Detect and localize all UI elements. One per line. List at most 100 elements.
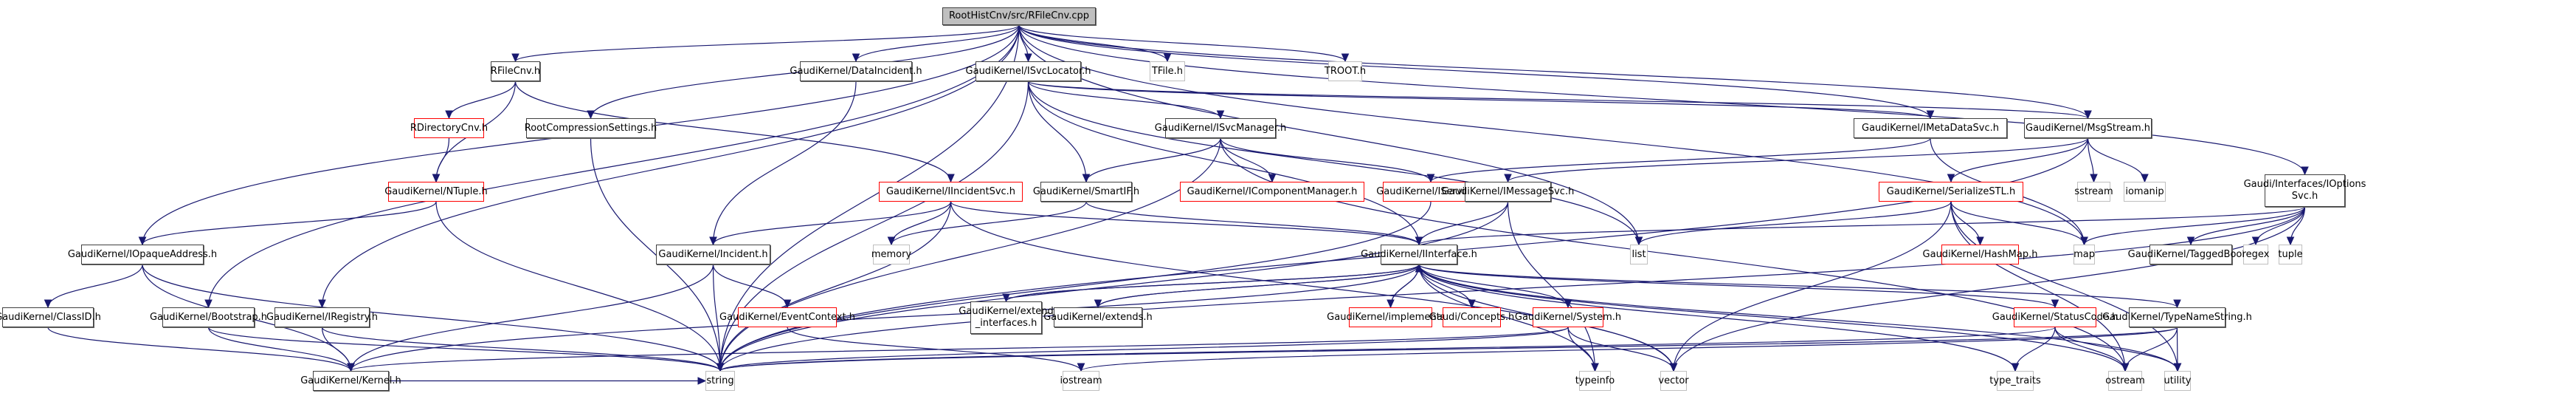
node-eventcontext-h[interactable]: GaudiKernel/EventContext.h <box>719 307 855 327</box>
edge-statuscode-to-type_traits <box>2014 327 2056 372</box>
arrowhead-msgstream <box>2084 110 2092 120</box>
node-label: GaudiKernel/ClassID.h <box>0 311 101 323</box>
node-iincidentsvc-h[interactable]: GaudiKernel/IIncidentSvc.h <box>879 182 1023 202</box>
edge-ntuple-to-iopaque <box>142 201 437 245</box>
arrowhead-tuple <box>2286 236 2295 246</box>
arrowhead-list <box>1634 236 1643 246</box>
edge-bootstrap-to-kernel <box>207 327 352 372</box>
edge-system-to-kernel <box>350 327 1569 372</box>
node-hashmap-h[interactable]: GaudiKernel/HashMap.h <box>1923 245 2037 264</box>
edge-ioptions-to-map <box>2083 206 2306 245</box>
node-typenamestring-h[interactable]: GaudiKernel/TypeNameString.h <box>2102 307 2252 327</box>
edge-iinterface-to-type_traits <box>1418 264 2016 372</box>
node-label: GaudiKernel/extend _interfaces.h <box>959 306 1054 329</box>
edge-isvcloc-to-smartif <box>1027 81 1087 182</box>
edge-eventctx-to-iostream <box>787 327 1082 372</box>
edge-isvcloc-to-list <box>1027 81 1640 245</box>
node-list: list <box>1630 245 1648 264</box>
node-imessagesvc-h[interactable]: GaudiKernel/IMessageSvc.h <box>1442 182 1574 202</box>
node-extend-interfaces-h[interactable]: GaudiKernel/extend _interfaces.h <box>959 301 1054 334</box>
node-label: GaudiKernel/IInterface.h <box>1361 248 1477 260</box>
edge-root-to-bootstrap <box>207 24 1020 308</box>
node-label: RDirectoryCnv.h <box>410 122 488 134</box>
arrowhead-iinterface <box>1415 263 1423 273</box>
node-ostream: ostream <box>2105 371 2145 391</box>
arrowhead-memory <box>887 236 896 246</box>
edge-imetadata-to-iservice <box>1430 137 1931 182</box>
arrowhead-type_traits <box>2011 363 2020 372</box>
node-ntuple-h[interactable]: GaudiKernel/NTuple.h <box>384 182 488 202</box>
node-incident-h[interactable]: GaudiKernel/Incident.h <box>656 245 770 264</box>
arrowhead-iregistry <box>318 299 326 309</box>
edge-root-to-msgstream <box>1018 24 2089 119</box>
node-msgstream-h[interactable]: GaudiKernel/MsgStream.h <box>2024 118 2152 138</box>
node-label: GaudiKernel/ISvcLocator.h <box>965 65 1091 77</box>
arrowhead-eventctx <box>783 299 792 309</box>
node-iservice-h[interactable]: GaudiKernel/IService.h <box>1376 182 1485 202</box>
node-label: GaudiKernel/TaggedBool.h <box>2127 248 2254 260</box>
node-extends-h[interactable]: GaudiKernel/extends.h <box>1043 307 1153 327</box>
node-iregistry-h[interactable]: GaudiKernel/IRegistry.h <box>266 307 378 327</box>
edge-iinterface-to-typeinfo <box>1418 264 1596 372</box>
node-iinterface-h[interactable]: GaudiKernel/IInterface.h <box>1361 245 1477 264</box>
node-bootstrap-h[interactable]: GaudiKernel/Bootstrap.h <box>150 307 267 327</box>
node-iomanip: iomanip <box>2124 182 2166 202</box>
node-label: GaudiKernel/HashMap.h <box>1922 248 2038 260</box>
node-smartif-h[interactable]: GaudiKernel/SmartIF.h <box>1033 182 1139 202</box>
edge-isvcloc-to-iinterface <box>1027 81 1420 245</box>
arrowhead-ostream <box>2121 363 2130 372</box>
edge-ntuple-to-string <box>435 201 721 372</box>
edge-iregistry-to-string <box>321 327 721 372</box>
arrowhead-iservice <box>1426 174 1435 183</box>
node-dataincident-h[interactable]: GaudiKernel/DataIncident.h <box>790 61 922 81</box>
node-statuscode-h[interactable]: GaudiKernel/StatusCode.h <box>1992 307 2118 327</box>
edge-iopaque-to-string <box>142 264 721 372</box>
node-type-traits: type_traits <box>1989 371 2041 391</box>
node-ioptionssvc-h[interactable]: Gaudi/Interfaces/IOptions Svc.h <box>2244 174 2366 207</box>
arrowhead-typename <box>2173 299 2181 309</box>
node-label: iomanip <box>2125 185 2164 197</box>
edge-statuscode-to-utility <box>2054 327 2178 372</box>
node-troot-h: TROOT.h <box>1325 61 1366 81</box>
node-utility: utility <box>2164 371 2191 391</box>
node-tuple: tuple <box>2278 245 2303 264</box>
node-label: TROOT.h <box>1324 65 1367 77</box>
edge-root-to-rfilecnv <box>514 24 1020 62</box>
node-concepts-h[interactable]: Gaudi/Concepts.h <box>1429 307 1514 327</box>
node-label: GaudiKernel/System.h <box>1514 311 1622 323</box>
edge-root-to-imetadata <box>1018 24 1931 119</box>
node-label: GaudiKernel/IMetaDataSvc.h <box>1862 122 1999 134</box>
node-taggedbool-h[interactable]: GaudiKernel/TaggedBool.h <box>2128 245 2254 264</box>
node-label: Gaudi/Interfaces/IOptions Svc.h <box>2243 179 2366 202</box>
node-isvcmanager-h[interactable]: GaudiKernel/ISvcManager.h <box>1155 118 1286 138</box>
node-rfilecnv-h[interactable]: RFileCnv.h <box>491 61 540 81</box>
node-regex: regex <box>2242 245 2269 264</box>
edge-incident-to-string <box>712 264 721 372</box>
node-system-h[interactable]: GaudiKernel/System.h <box>1515 307 1621 327</box>
node-imetadatasvc-h[interactable]: GaudiKernel/IMetaDataSvc.h <box>1854 118 2007 138</box>
node-rdirectorycnv-h[interactable]: RDirectoryCnv.h <box>410 118 488 138</box>
node-kernel-h[interactable]: GaudiKernel/Kernel.h <box>300 371 401 391</box>
arrowhead-iostream <box>1077 363 1085 372</box>
edge-ioptions-to-taggedbool <box>2190 206 2306 245</box>
edge-bootstrap-to-string <box>207 327 721 372</box>
edge-extends-to-iinterface <box>1097 264 1420 308</box>
node-label: GaudiKernel/TypeNameString.h <box>2102 311 2252 323</box>
node-vector: vector <box>1658 371 1689 391</box>
node-label: iostream <box>1060 375 1102 386</box>
edge-root-to-list <box>1018 24 1640 245</box>
arrowhead-datainc <box>852 53 860 63</box>
edge-serialize-to-ostream <box>1950 201 2126 372</box>
node-iopaqueaddress-h[interactable]: GaudiKernel/IOpaqueAddress.h <box>68 245 217 264</box>
node-label: list <box>1631 248 1646 260</box>
node-rootcompressionsettings-h[interactable]: RootCompressionSettings.h <box>525 118 657 138</box>
node-classid-h[interactable]: GaudiKernel/ClassID.h <box>0 307 101 327</box>
node-implements-h[interactable]: GaudiKernel/implements.h <box>1327 307 1454 327</box>
node-isvclocator-h[interactable]: GaudiKernel/ISvcLocator.h <box>966 61 1091 81</box>
node-label: GaudiKernel/IRegistry.h <box>266 311 378 323</box>
arrowhead-classid <box>44 299 52 309</box>
node-serializestl-h[interactable]: GaudiKernel/SerializeSTL.h <box>1879 182 2023 202</box>
edge-typename-to-ostream <box>2124 327 2178 372</box>
node-label: RFileCnv.h <box>490 65 541 77</box>
node-icomponentmanager-h[interactable]: GaudiKernel/IComponentManager.h <box>1180 182 1364 202</box>
